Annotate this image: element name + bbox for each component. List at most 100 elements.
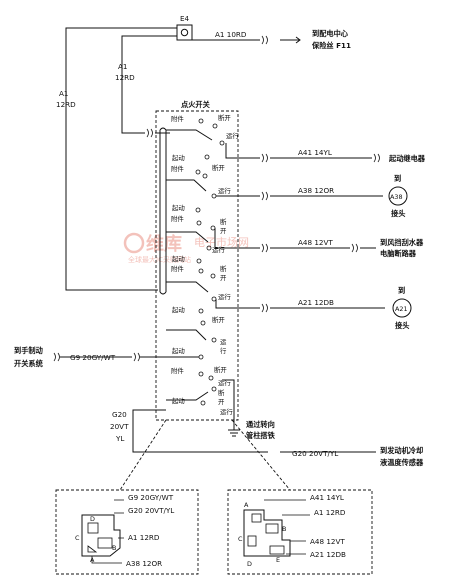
callout-lines: [119, 419, 291, 491]
position-label: 附件: [171, 214, 184, 223]
switch-section-3: 附件 断 开 运行 起动: [166, 214, 260, 264]
position-label: 行: [220, 346, 227, 355]
switch-contact-arm: [166, 391, 209, 401]
position-label: 断开: [212, 163, 225, 172]
connector-left-label-a38: A38 12OR: [126, 559, 162, 568]
position-label: 断: [218, 388, 225, 397]
watermark-subtitle: 全球最大IC采购网站: [128, 255, 191, 264]
pin-label: C: [238, 535, 243, 543]
connector-break-icon: [261, 303, 268, 313]
output-g9: G9 20GY/WT 到手制动 开关系统: [14, 346, 158, 368]
connector-break-icon: [261, 243, 268, 253]
fuse-destination-line1: 到配电中心: [312, 29, 349, 38]
connector-break-icon: [261, 153, 268, 163]
a41-wire-label: A41 14YL: [298, 148, 332, 157]
a1-feed-wire: A1 12RD: [115, 35, 177, 138]
a21-destination-top: 到: [398, 286, 405, 295]
position-label: 附件: [171, 264, 184, 273]
main-feed-wire: A1 10RD 到配电中心 保险丝 F11: [192, 29, 351, 50]
connector-break-icon: [53, 352, 60, 362]
position-label: 断开: [218, 113, 231, 122]
position-label: 断: [220, 264, 227, 273]
position-label: 断: [220, 217, 227, 226]
pin-label: A: [244, 501, 249, 509]
a41-destination: 起动继电器: [388, 154, 426, 163]
position-label: 附件: [171, 366, 184, 375]
connector-right-label-a48: A48 12VT: [310, 537, 345, 546]
position-label: 起动: [172, 154, 185, 162]
switch-section-4: 附件 断 开 运行 起动: [166, 264, 260, 314]
switch-title: 点火开关: [181, 100, 211, 109]
a48-destination-line2: 电脑断路器: [380, 249, 417, 258]
a1-wire-label-2: 12RD: [115, 73, 135, 82]
position-label: 附件: [171, 114, 184, 123]
position-label: 运行: [218, 186, 231, 195]
output-a21: A21 12DB 到 A21 接头: [261, 286, 412, 330]
main-feed-wire-label: A1 10RD: [215, 30, 247, 39]
connector-right-label-a21: A21 12DB: [310, 550, 346, 559]
position-label: 起动: [172, 347, 185, 355]
switch-bus-bar: [159, 130, 167, 292]
a38-destination-top: 到: [394, 174, 401, 183]
watermark-logo-icon: [123, 232, 145, 254]
g20-label-1: G20: [112, 410, 127, 419]
switch-contact-arm: [166, 231, 209, 243]
connector-break-icon: [133, 352, 140, 362]
switch-contact-arm: [166, 129, 213, 141]
switch-contact-arm: [166, 281, 209, 293]
position-label: 开: [220, 274, 227, 282]
position-label: 开: [218, 398, 225, 406]
g20-destination-line1: 到发动机冷却: [380, 446, 423, 455]
position-label: 运行: [220, 407, 233, 416]
connector-right-label-a41: A41 14YL: [310, 493, 344, 502]
position-label: 起动: [172, 204, 185, 212]
ground-note-line1: 通过转向: [246, 420, 275, 429]
connector-view-frame: [55, 489, 199, 575]
switch-section-2: 附件 断开 运行 起动: [166, 163, 260, 213]
switch-section-5: 断开 运 行 起动: [158, 315, 227, 360]
connector-view-right: A41 14YL A1 12RD A48 12VT A21 12DB A B C…: [227, 489, 373, 575]
ground: 通过转向 管柱搭铁: [228, 420, 276, 440]
fuse-box-e4: E4: [176, 14, 193, 41]
switch-frame: [155, 110, 239, 421]
pin-label: A: [90, 556, 95, 564]
g9-wire-label: G9 20GY/WT: [70, 353, 116, 362]
switch-section-7: 断 开 运行: [218, 388, 233, 416]
output-a48: A48 12VT 到风挡刮水器 电脑断路器: [261, 238, 424, 258]
switch-section-6: 附件 断开 运行 起动: [166, 365, 235, 430]
pin-label: C: [75, 534, 80, 542]
ignition-switch: 点火开关: [155, 100, 239, 421]
switch-section-1: 附件 断开 运行 起动: [166, 113, 260, 162]
a38-connector-id: A38: [390, 193, 403, 201]
output-a38: A38 12OR 到 A38 接头: [261, 174, 408, 218]
watermark-title: 电子市场网: [194, 235, 249, 249]
a1-left-loop-wire: A1 12RD: [56, 27, 177, 291]
a48-wire-label: A48 12VT: [298, 238, 333, 247]
connector-break-icon: [261, 35, 268, 45]
a1-left-label-1: A1: [59, 89, 69, 98]
connector-break-icon: [261, 191, 268, 201]
fuse-box-label: E4: [180, 14, 190, 23]
g20-destination-line2: 液温度传感器: [380, 458, 424, 467]
a21-connector-id: A21: [395, 305, 408, 313]
a1-wire-label-1: A1: [118, 62, 128, 71]
connector-left-label-g9: G9 20GY/WT: [128, 493, 174, 502]
a38-wire-label: A38 12OR: [298, 186, 334, 195]
connector-view-frame: [227, 489, 373, 575]
switch-contact-arm: [166, 179, 207, 192]
position-label: 运: [220, 338, 227, 346]
connector-left-label-a1: A1 12RD: [128, 533, 160, 542]
pin-label: B: [282, 525, 286, 533]
a21-wire-label: A21 12DB: [298, 298, 334, 307]
connector-left-label-g20: G20 20VT/YL: [128, 506, 174, 515]
a48-destination-line1: 到风挡刮水器: [380, 238, 424, 247]
fuse-terminal-icon: [180, 28, 189, 37]
connector-body: [243, 509, 291, 557]
connector-body: [81, 514, 121, 557]
position-label: 开: [220, 227, 227, 235]
watermark: 维库 电子市场网 全球最大IC采购网站: [123, 232, 249, 264]
a21-destination-bottom: 接头: [395, 321, 409, 330]
fuse-box-frame: [176, 24, 193, 41]
